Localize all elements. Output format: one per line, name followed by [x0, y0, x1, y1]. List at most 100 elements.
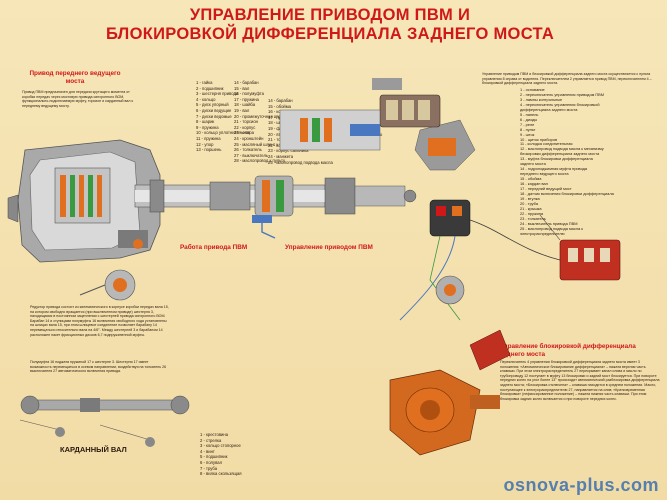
legend-item: 10 - щиток приборов: [520, 136, 558, 142]
title-line-2: БЛОКИРОВКОЙ ДИФФЕРЕНЦИАЛА ЗАДНЕГО МОСТА: [105, 25, 555, 43]
legend-item: 7 - труба: [200, 465, 218, 471]
legend-item: 9 - пружина: [196, 124, 219, 130]
legend-item: 11 - колодка соединительная: [520, 141, 573, 147]
heading-front-drive: Привод переднего ведущего моста: [29, 70, 121, 85]
legend-item: 20 - промежуточная опора: [234, 113, 286, 119]
legend-item: 11 - пружина: [196, 135, 221, 141]
legend-item: 2 - подшипник: [196, 85, 224, 91]
legend-item: 25 - маслопровод подвода масла к: [520, 225, 584, 231]
pvm-housing-drawing: [372, 78, 476, 171]
legend-item: 8 - пульт: [520, 126, 536, 132]
legend-item: 22 - корпус: [234, 124, 256, 130]
legend-item: 3 - кольцо стопорное: [200, 443, 241, 449]
legend-item: 17 - пружина: [234, 96, 259, 102]
legend-item: дифференциала заднего моста: [520, 106, 578, 112]
text-reducer: Редуктор привода состоит из кинематическ…: [30, 305, 169, 337]
legend-item: 25 - маслопровод подвода масла: [268, 159, 333, 165]
legend-item: 14 - барабан: [268, 98, 293, 103]
legend-item: 5 - диск упорный: [196, 102, 229, 108]
legend-item: 16 - кольцо: [268, 109, 290, 115]
legend-item: 10 - кольцо уплотнительное: [196, 130, 251, 136]
text-diff-control-intro: Управление приводом ПВМ и блокировкой ди…: [482, 72, 652, 86]
legend-item: 3 - лампы контрольные: [520, 96, 563, 102]
text-coupling: Полумуфта 16 поджата пружиной 17 к шесте…: [30, 360, 167, 374]
text-diff-lock: Переключатель 4 управления блокировкой д…: [500, 360, 660, 401]
legend-item: 27 - выключатель: [234, 152, 269, 158]
legend-item: 16 - полумуфта: [234, 91, 264, 97]
legend-item: 7 - диски ведомые: [196, 113, 232, 119]
legend-item: 13 - муфта блокировки дифференциала: [520, 156, 593, 162]
legend-item: 23 - опора: [234, 130, 254, 136]
legend-item: 24 - манжета: [268, 153, 294, 159]
legend-item: 26 - толкатель: [234, 147, 262, 153]
legend-item: 22 - корпус: [268, 142, 290, 148]
legend-item: 13 - поршень: [196, 147, 222, 153]
legend-item: 4 - винт: [200, 448, 215, 454]
text-front-intro: Привод ПВМ предназначен для передачи кру…: [22, 90, 134, 108]
cardan-shaft-label: КАРДАННЫЙ ВАЛ: [60, 445, 127, 454]
heading-pvm-control: Управление приводом ПВМ: [285, 244, 373, 251]
legend-item: 1 - гайка: [196, 80, 213, 85]
legend-item: блокировки дифференциала заднего моста: [520, 151, 600, 157]
legend-item: электрораспределителю: [520, 230, 565, 236]
legend-item: 15 - обойма: [520, 176, 542, 182]
legend-item: 6 - полувал: [200, 459, 223, 465]
gearbox-housing-drawing: [7, 139, 417, 263]
legend-item: 23 - корпус сальника: [268, 148, 309, 154]
heading-pvm-work: Работа привода ПВМ: [180, 244, 248, 251]
legend-item: 4 - кольцо: [196, 96, 216, 102]
legend-item: 5 - подшипник: [200, 454, 228, 460]
legend-item: 15 - вал: [234, 85, 250, 91]
legend-item: 2 - стрелка: [200, 437, 222, 443]
poster-title: УПРАВЛЕНИЕ ПРИВОДОМ ПВМ И БЛОКИРОВКОЙ ДИ…: [80, 6, 580, 44]
legend-item: 6 - диоды: [520, 116, 538, 122]
legend-item: 6 - диски ведущие: [196, 107, 232, 113]
legend-item: 12 - маслопровод подвода масла к механиз…: [520, 146, 604, 152]
legend-item: 14 - гидроподжимная муфта привода: [520, 166, 588, 172]
legend-item: 21 - торсион: [234, 119, 258, 125]
legend-item: 4 - переключатель управления блокировкой: [520, 101, 600, 107]
control-panel-drawing: [399, 199, 621, 321]
legend-item: 23 - толкатель: [520, 215, 546, 221]
gear-detail-drawing: [79, 269, 136, 301]
legend-item: 25 - масляный шланг к гидроусилителю: [234, 141, 312, 147]
title-line-1: УПРАВЛЕНИЕ ПРИВОДОМ ПВМ И: [189, 6, 471, 24]
legend-item: 19 - вал: [234, 107, 250, 113]
legend-item: заднего моста: [520, 161, 546, 167]
legend-item: 14 - барабан: [234, 80, 259, 85]
watermark: osnova-plus.com: [503, 475, 659, 495]
legend-item: 24 - кронштейн: [234, 135, 264, 141]
legend-item: 28 - маслопровод к пульту: [234, 158, 286, 164]
legend-item: 21 - крышка: [520, 205, 542, 211]
heading-diff-lock: Управление блокировкой дифференциала зад…: [500, 343, 636, 358]
legend-item: 9 - шток: [520, 131, 535, 137]
legend-item: 18 - датчик включения блокировки диффере…: [520, 191, 614, 197]
legend-item: переднего ведущего моста: [520, 171, 569, 177]
legend-item: 2 - переключатель управления приводом ПВ…: [520, 91, 604, 97]
legend-item: 8 - вилка скользящая: [200, 471, 242, 477]
legend-item: 7 - реле: [520, 121, 535, 127]
legend-item: 19 - втулка: [520, 195, 540, 201]
legend-item: 15 - обойма: [268, 103, 291, 109]
legend-item: 8 - шарик: [196, 119, 215, 125]
legend-item: 1 - крестовина: [200, 432, 229, 437]
legend-item: 16 - кардан вал: [520, 181, 548, 187]
cardan-shaft-drawing: [19, 395, 190, 447]
legend-item: 3 - шестерня привода: [196, 91, 239, 97]
legend-item: 1 - основание: [520, 87, 545, 92]
legend-item: 17 - передний ведущий мост: [520, 186, 572, 192]
legend-item: 20 - втулка: [268, 131, 290, 137]
legend-item: 20 - труба: [520, 200, 538, 206]
rear-axle-drawing: [389, 329, 511, 456]
legend-item: 24 - выключатель привода ПВМ: [520, 220, 578, 226]
legend-item: 12 - упор: [196, 141, 214, 147]
legend-item: 22 - пружина: [520, 210, 544, 216]
pvm-detail-drawing: [279, 109, 381, 151]
legend-item: 5 - панель: [520, 111, 539, 117]
